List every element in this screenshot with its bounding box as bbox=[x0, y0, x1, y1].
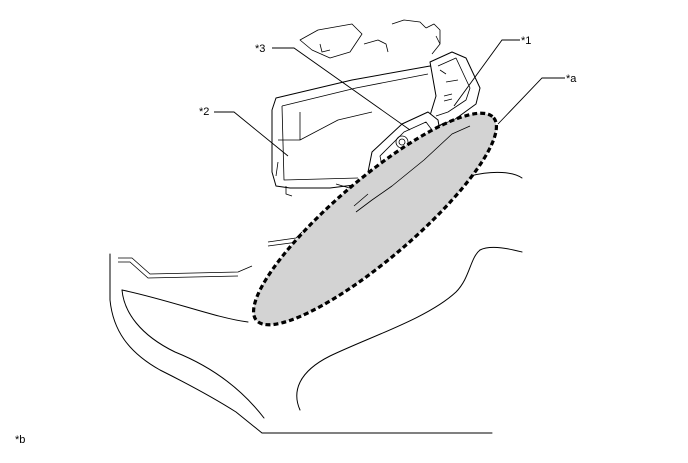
highlight-area-a bbox=[251, 111, 499, 327]
leader-2 bbox=[214, 111, 289, 157]
callout-a: *a bbox=[566, 73, 577, 85]
callout-2: *2 bbox=[199, 106, 209, 118]
callout-3: *3 bbox=[255, 43, 265, 55]
callout-1: *1 bbox=[521, 35, 531, 47]
highlight-ellipse bbox=[251, 111, 499, 327]
upper-bracket bbox=[299, 19, 441, 59]
callout-labels: *1 *2 *3 *a *b bbox=[15, 35, 577, 446]
seat-outline bbox=[109, 171, 523, 434]
leader-1 bbox=[453, 39, 520, 107]
leader-3 bbox=[272, 47, 411, 131]
callout-b: *b bbox=[15, 434, 25, 446]
leader-lines bbox=[214, 39, 565, 157]
leader-a bbox=[497, 77, 565, 125]
